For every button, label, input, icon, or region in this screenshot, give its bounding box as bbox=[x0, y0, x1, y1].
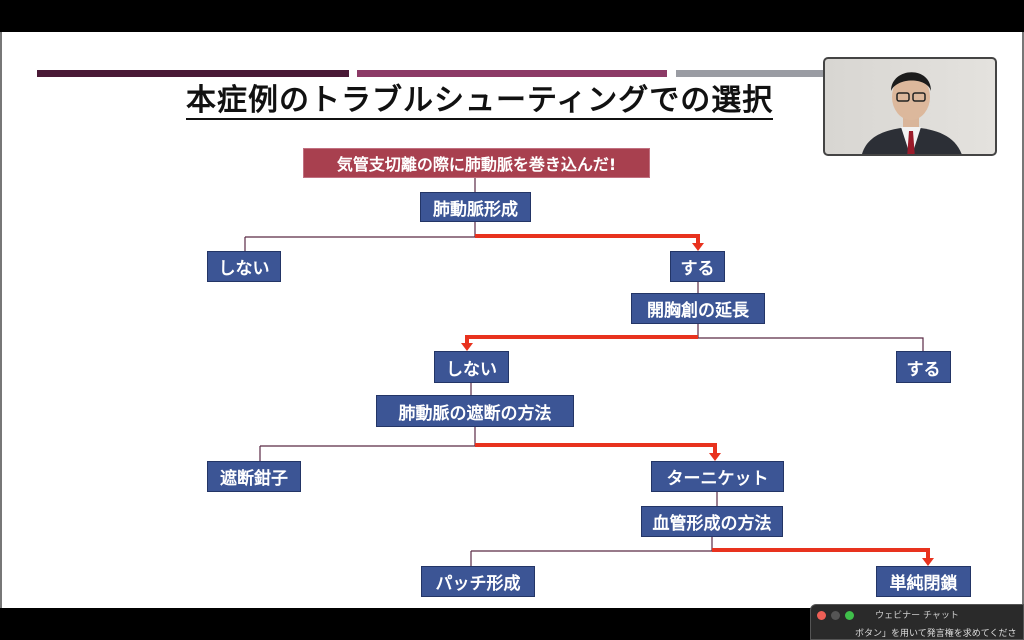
red-arrow-path bbox=[465, 335, 698, 344]
arrowhead-icon bbox=[709, 453, 721, 461]
node-simple-closure: 単純閉鎖 bbox=[876, 566, 971, 597]
red-arrow-path bbox=[712, 548, 930, 559]
node-patch: パッチ形成 bbox=[421, 566, 535, 597]
arrowhead-icon bbox=[922, 558, 934, 566]
header-bar-3 bbox=[676, 70, 826, 77]
red-arrow-path bbox=[475, 234, 700, 244]
node-yes-1: する bbox=[670, 251, 725, 282]
node-yes-2: する bbox=[896, 351, 951, 383]
node-no-1: しない bbox=[207, 251, 281, 282]
webinar-chat-window[interactable]: ウェビナー チャット ボタン」を用いて発言権を求めてくださ bbox=[810, 604, 1024, 640]
node-tourniquet: ターニケット bbox=[651, 461, 784, 492]
chat-message: ボタン」を用いて発言権を求めてくださ bbox=[855, 629, 1017, 639]
arrowhead-icon bbox=[461, 343, 473, 351]
slide-title: 本症例のトラブルシューティングでの選択 bbox=[186, 83, 774, 120]
speaker-avatar-icon bbox=[862, 72, 962, 154]
node-no-2: しない bbox=[434, 351, 509, 383]
node-extend-incision: 開胸創の延長 bbox=[631, 293, 765, 324]
node-clamp: 遮断鉗子 bbox=[207, 461, 301, 492]
arrowhead-icon bbox=[692, 243, 704, 251]
maximize-window-icon[interactable] bbox=[845, 611, 854, 620]
red-arrow-path bbox=[475, 443, 717, 454]
speaker-video[interactable] bbox=[823, 57, 997, 156]
close-window-icon[interactable] bbox=[817, 611, 826, 620]
node-vessel-method: 血管形成の方法 bbox=[641, 506, 783, 537]
chat-title: ウェビナー チャット bbox=[875, 611, 959, 621]
root-node: 気管支切離の際に肺動脈を巻き込んだ! bbox=[303, 148, 650, 178]
header-bar-2 bbox=[357, 70, 667, 77]
minimize-window-icon[interactable] bbox=[831, 611, 840, 620]
header-bar-1 bbox=[37, 70, 349, 77]
node-pa-plasty: 肺動脈形成 bbox=[420, 192, 531, 222]
node-clamp-method: 肺動脈の遮断の方法 bbox=[376, 395, 574, 427]
